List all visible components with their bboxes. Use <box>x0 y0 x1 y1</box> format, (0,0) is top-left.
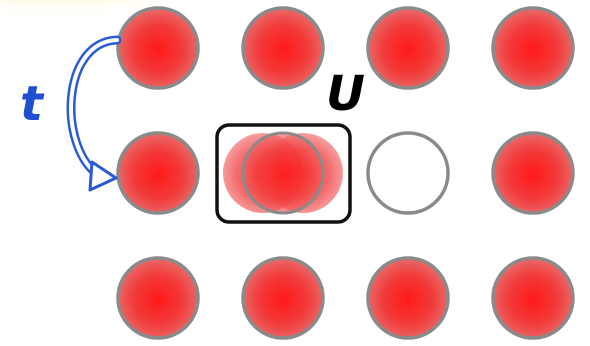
particle-r2-c2 <box>368 258 448 338</box>
particle-r2-c1 <box>243 258 323 338</box>
interaction-label: U <box>326 70 365 118</box>
particle-r0-c0 <box>118 8 198 88</box>
particle-r1-c0 <box>118 133 198 213</box>
particle-r0-c1 <box>243 8 323 88</box>
particle-r0-c3 <box>493 8 573 88</box>
double-occupied-site <box>223 133 343 213</box>
particle-r2-c0 <box>118 258 198 338</box>
empty-site <box>368 133 448 213</box>
particle-r1-c3 <box>493 133 573 213</box>
lattice-particles <box>118 8 573 338</box>
particle-r0-c2 <box>368 8 448 88</box>
hopping-arrow <box>71 40 117 190</box>
hopping-label: t <box>20 80 43 128</box>
particle-r2-c3 <box>493 258 573 338</box>
